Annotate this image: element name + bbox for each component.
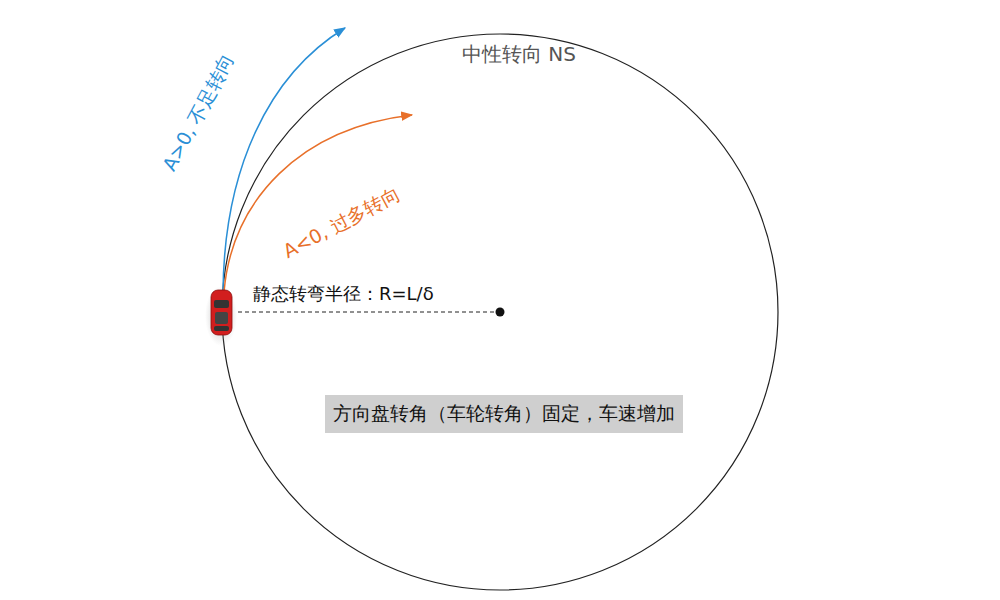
understeer-label: A>0, 不足转向	[158, 50, 239, 175]
condition-text: 方向盘转角（车轮转角）固定，车速增加	[333, 401, 675, 427]
center-dot	[496, 308, 505, 317]
condition-box: 方向盘转角（车轮转角）固定，车速增加	[325, 395, 683, 433]
car-icon	[205, 286, 237, 346]
oversteer-path	[224, 115, 412, 292]
radius-line	[238, 312, 500, 313]
radius-label: 静态转弯半径：R=L/δ	[253, 283, 434, 305]
neutral-label: 中性转向 NS	[462, 42, 576, 66]
oversteer-label: A<0, 过多转向	[279, 182, 404, 263]
neutral-circle	[222, 34, 778, 590]
